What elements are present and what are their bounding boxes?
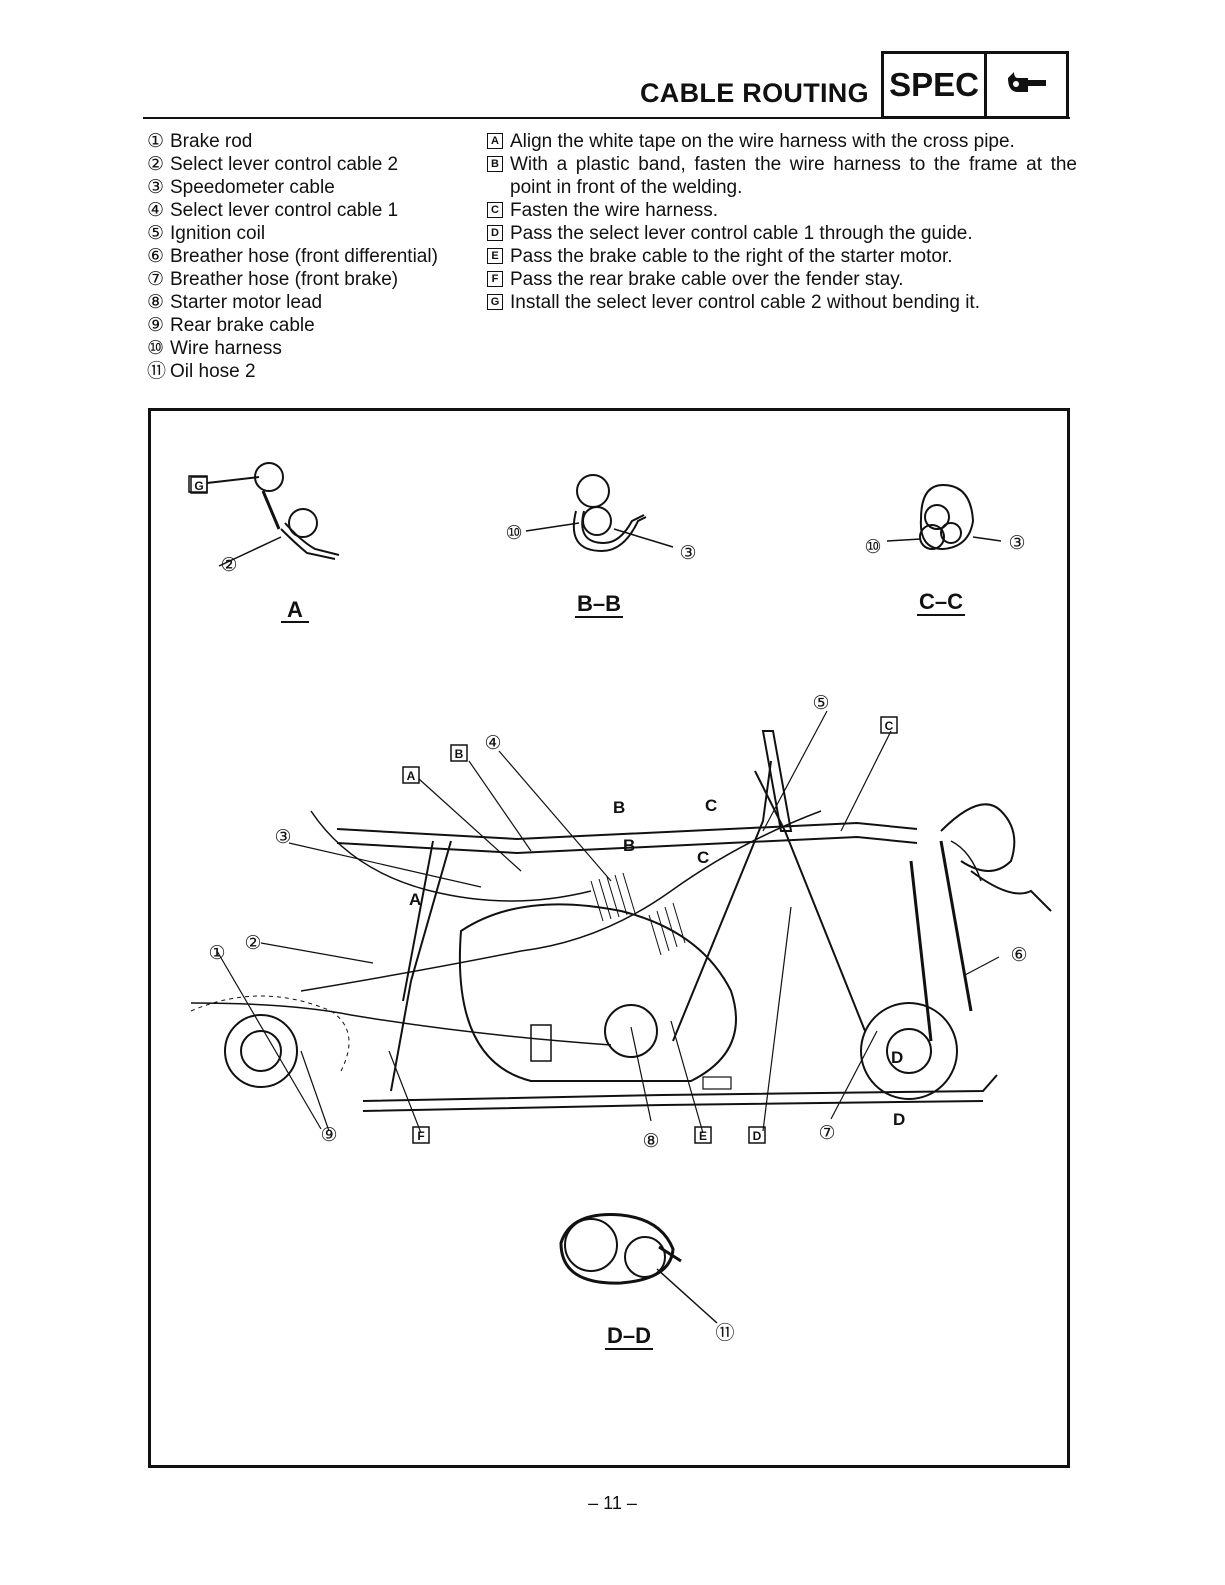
section-mark-d: D	[891, 1048, 903, 1067]
section-mark-d: D	[893, 1110, 905, 1129]
callout-10: ⑩	[505, 523, 522, 544]
callout-8: ⑧	[642, 1131, 659, 1152]
callout-3: ③	[1008, 533, 1025, 554]
box-mark-d: D	[753, 1129, 762, 1143]
callout-3: ③	[679, 543, 696, 564]
callout-11: ⑪	[715, 1322, 734, 1344]
detail-b-b	[525, 474, 674, 553]
callout-10: ⑩	[864, 537, 881, 558]
detail-c-c	[886, 483, 1002, 551]
box-mark-c: C	[885, 719, 894, 733]
section-mark-a: A	[409, 890, 421, 909]
detail-title-d-d: D–D	[607, 1323, 651, 1348]
header-rule	[143, 117, 1070, 119]
box-mark-a: A	[407, 769, 416, 783]
box-mark-g: G	[194, 479, 203, 493]
callout-2: ②	[220, 555, 237, 576]
callout-9: ⑨	[320, 1125, 337, 1146]
diagram-svg: A B–B C–C D–D ② ⑩ ③ ⑩ ③ ⑤ ④ ③ ① ② ⑥ ⑨ ⑧ …	[188, 462, 1052, 1350]
page-number: – 11 –	[588, 1493, 637, 1513]
leader-lines	[216, 710, 1000, 1134]
detail-a	[188, 462, 340, 567]
section-mark-c: C	[697, 848, 709, 867]
callout-4: ④	[484, 733, 501, 754]
detail-title-a: A	[287, 597, 303, 622]
page-title: CABLE ROUTING	[640, 78, 869, 108]
section-mark-b: B	[623, 836, 635, 855]
box-mark-b: B	[455, 747, 464, 761]
spec-badge-label: SPEC	[884, 54, 987, 116]
callout-5: ⑤	[812, 693, 829, 714]
detail-title-c-c: C–C	[919, 589, 963, 614]
callout-6: ⑥	[1010, 945, 1027, 966]
callout-7: ⑦	[818, 1123, 835, 1144]
wrench-icon	[987, 54, 1066, 116]
cable-routing-diagram: A B–B C–C D–D ② ⑩ ③ ⑩ ③ ⑤ ④ ③ ① ② ⑥ ⑨ ⑧ …	[148, 408, 1070, 1468]
section-mark-b: B	[613, 798, 625, 817]
frame-drawing	[190, 730, 1052, 1112]
spec-badge: SPEC	[881, 51, 1069, 119]
callout-1: ①	[208, 943, 225, 964]
box-mark-f: F	[417, 1129, 424, 1143]
box-mark-e: E	[699, 1129, 707, 1143]
callout-3: ③	[274, 827, 291, 848]
detail-d-d	[559, 1213, 718, 1324]
callout-2: ②	[244, 933, 261, 954]
section-mark-c: C	[705, 796, 717, 815]
detail-title-b-b: B–B	[577, 591, 621, 616]
